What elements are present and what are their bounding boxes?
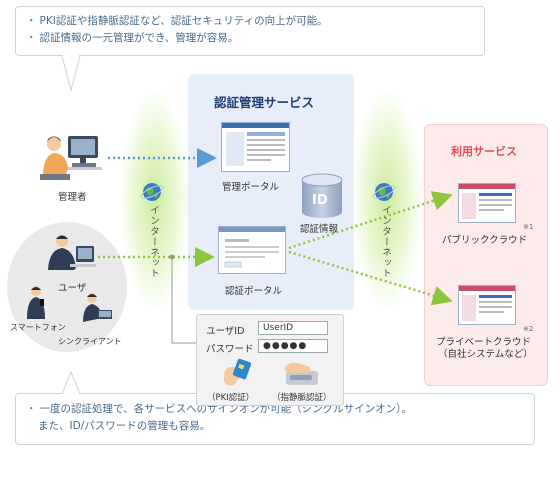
password-field[interactable]: ●●●●● <box>258 339 328 353</box>
globe-icon <box>140 183 164 201</box>
user-at-pc-icon <box>48 235 96 270</box>
private-cloud-note: ※2 <box>523 325 534 333</box>
auth-info-label: 認証情報 <box>300 224 339 235</box>
top-callout-line: ・認証情報の一元管理ができ、管理が容易。 <box>26 32 239 44</box>
smartphone-label: スマートフォン <box>10 323 66 332</box>
pki-card-icon <box>224 358 252 386</box>
auth-service-title: 認証管理サービス <box>214 95 315 110</box>
smartphone-user-icon <box>27 286 45 319</box>
database-icon <box>301 173 343 218</box>
auth-portal-screen[interactable] <box>218 226 286 274</box>
public-cloud-note: ※1 <box>523 223 534 231</box>
auth-portal-label: 認証ポータル <box>225 286 283 297</box>
internet-label-right: インターネット <box>380 205 391 279</box>
public-cloud-label: パブリッククラウド <box>442 235 528 246</box>
user-id-label: ユーザID <box>206 326 245 337</box>
sso-public-arrow <box>288 191 453 250</box>
vein-label: （指静脈認証） <box>272 393 332 403</box>
public-cloud-screen[interactable] <box>458 183 516 223</box>
bottom-callout-line: ・一度の認証処理で、各サービスへのサインオンが可能（シングルサインオン）。 <box>26 403 412 415</box>
top-callout-line: ・PKI認証や指静脈認証など、認証セキュリティの向上が可能。 <box>26 15 328 27</box>
private-cloud-label: プライベートクラウド <box>436 337 532 348</box>
thin-client-label: シンクライアント <box>58 337 122 346</box>
admin-portal-label: 管理ポータル <box>222 182 280 193</box>
top-callout-pointer <box>61 55 81 92</box>
password-label: パスワード <box>206 344 254 355</box>
globe-icon <box>372 183 396 201</box>
usage-services-panel <box>424 124 548 386</box>
internet-label-left: インターネット <box>148 205 159 279</box>
bottom-callout-pointer <box>61 370 81 395</box>
private-cloud-sublabel: （自社システムなど） <box>438 349 533 360</box>
login-leader <box>171 257 196 344</box>
fingerprint-icon <box>284 362 318 385</box>
id-db-label: ID <box>312 193 328 208</box>
thin-client-user-icon <box>83 293 112 322</box>
admin-portal-screen[interactable] <box>221 122 290 172</box>
person-at-pc-icon <box>40 136 102 180</box>
top-callout: ・PKI認証や指静脈認証など、認証セキュリティの向上が可能。 ・認証情報の一元管… <box>15 6 485 56</box>
pki-label: （PKI認証） <box>207 393 255 403</box>
sso-private-arrow <box>288 250 453 306</box>
usage-services-title: 利用サービス <box>451 145 517 158</box>
user-label: ユーザ <box>58 283 87 294</box>
admin-label: 管理者 <box>58 192 87 203</box>
private-cloud-screen[interactable] <box>458 285 516 325</box>
user-id-field[interactable]: UserID <box>258 321 328 335</box>
bottom-callout-line: また、ID/パスワードの管理も容易。 <box>38 420 211 432</box>
